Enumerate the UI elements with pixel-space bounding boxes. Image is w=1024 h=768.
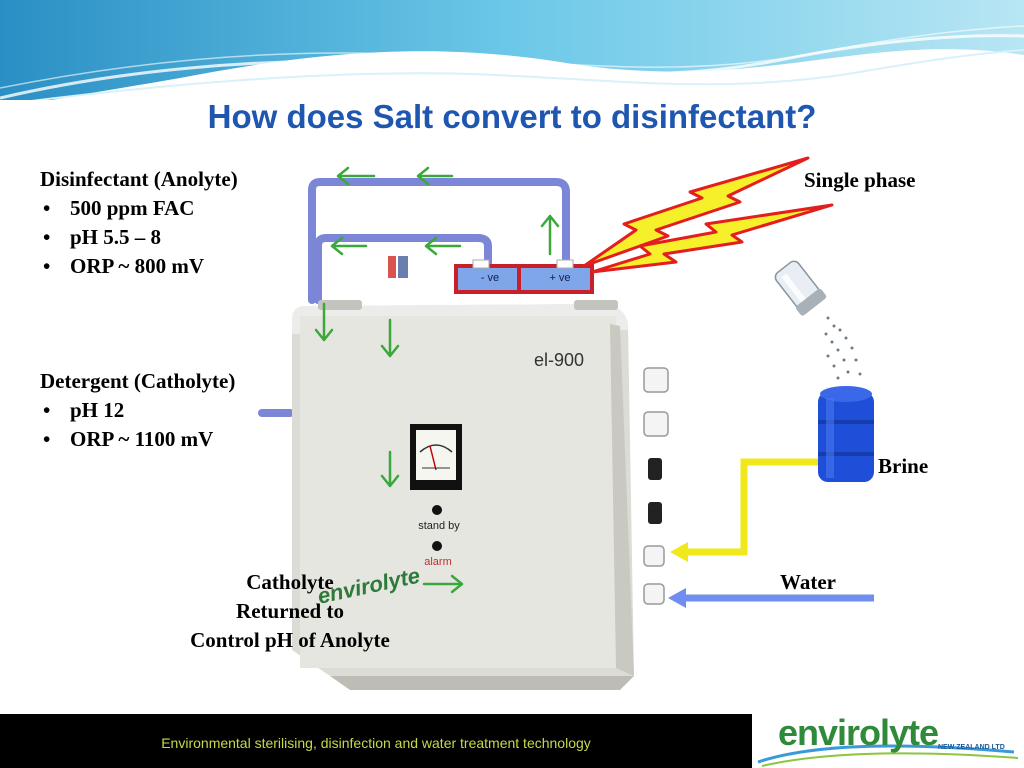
catholyte-block: Detergent (Catholyte) pH 12 ORP ~ 1100 m… — [40, 367, 235, 454]
slide-title: How does Salt convert to disinfectant? — [207, 98, 817, 135]
water-arrowhead — [668, 588, 686, 608]
logo-swoosh-icon — [757, 744, 1019, 767]
lightning-bolt-icon — [582, 156, 834, 274]
arrow-up-icon — [540, 214, 560, 256]
footer-bar — [0, 714, 752, 768]
standby-label: stand by — [418, 520, 460, 532]
cell-pos-terminal: + ve — [549, 272, 571, 284]
brine-label: Brine — [878, 454, 929, 478]
anolyte-bullet: ORP ~ 800 mV — [40, 252, 238, 281]
single-phase-label: Single phase — [804, 168, 916, 192]
footer-logo-text: envirolyte — [778, 712, 939, 753]
anolyte-pipe-outer — [308, 178, 570, 304]
arrow-left-icon — [424, 236, 462, 256]
footer-logo-subtext: NEW ZEALAND LTD — [938, 744, 1005, 751]
catholyte-heading: Detergent (Catholyte) — [40, 369, 236, 393]
standby-indicator-light — [432, 505, 442, 515]
brine-arrowhead — [670, 542, 688, 562]
side-switches — [648, 458, 662, 524]
electrolysis-cell — [454, 259, 594, 294]
arrow-left-icon — [336, 166, 376, 186]
side-fittings — [643, 367, 669, 605]
process-diagram — [258, 156, 874, 690]
catholyte-return-line: Catholyte — [246, 570, 334, 594]
arrow-down-icon — [380, 318, 400, 358]
brine-drum-icon — [818, 386, 874, 482]
meter-gauge-icon — [410, 424, 462, 490]
anolyte-block: Disinfectant (Anolyte) 500 ppm FAC pH 5.… — [40, 165, 238, 281]
arrow-right-icon — [422, 574, 464, 594]
salt-shaker-icon — [774, 260, 827, 316]
salt-grains — [824, 316, 862, 380]
device-model-label: el-900 — [534, 350, 585, 370]
flow-arrows — [314, 166, 560, 594]
header-wave-decoration — [0, 0, 1024, 100]
brine-line — [678, 458, 818, 556]
catholyte-bullet: pH 12 — [40, 396, 235, 425]
footer-tagline: Environmental sterilising, disinfection … — [161, 735, 591, 751]
arrow-left-icon — [330, 236, 368, 256]
catholyte-return-label: Catholyte Returned to Control pH of Anol… — [164, 568, 416, 655]
anolyte-bullet: 500 ppm FAC — [40, 194, 238, 223]
control-cabinet — [292, 300, 634, 690]
anolyte-pipe-inner — [314, 234, 492, 304]
cell-neg-terminal: - ve — [480, 272, 500, 284]
pipes — [258, 178, 570, 417]
anolyte-bullet: pH 5.5 – 8 — [40, 223, 238, 252]
arrow-down-icon — [314, 302, 334, 342]
arrow-left-icon — [416, 166, 454, 186]
catholyte-return-line: Returned to — [236, 599, 344, 623]
alarm-label: alarm — [424, 556, 452, 568]
water-label: Water — [780, 570, 836, 594]
catholyte-bullet: ORP ~ 1100 mV — [40, 425, 235, 454]
catholyte-return-line: Control pH of Anolyte — [190, 628, 390, 652]
anolyte-heading: Disinfectant (Anolyte) — [40, 167, 238, 191]
arrow-down-icon — [380, 450, 400, 488]
alarm-indicator-light — [432, 541, 442, 551]
valve-icon — [388, 256, 408, 278]
